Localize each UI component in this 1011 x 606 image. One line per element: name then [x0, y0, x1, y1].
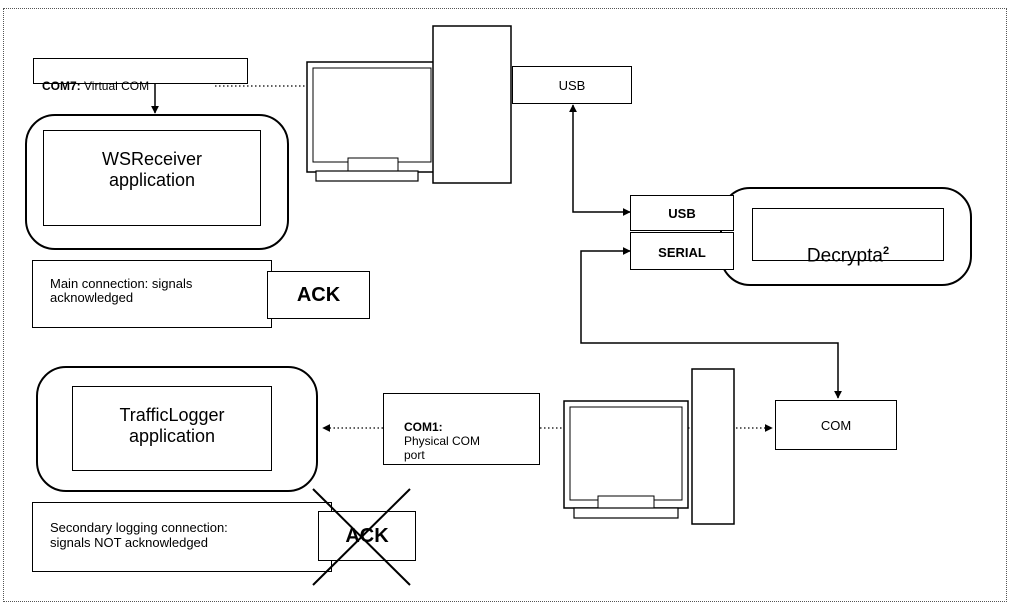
wsreceiver-application-label: WSReceiver application: [101, 149, 203, 190]
trafficlogger-container: TrafficLogger application: [36, 366, 318, 492]
usb-to-decrypta-line: [569, 104, 631, 216]
secondary-connection-box: Secondary logging connection: signals NO…: [32, 502, 332, 572]
com1-bold-label: COM1:: [404, 420, 443, 434]
decrypta-label: Decrypta2: [753, 223, 943, 267]
ack-main-box: ACK: [267, 271, 370, 319]
secondary-connection-label: Secondary logging connection: signals NO…: [50, 520, 228, 550]
usb-port-top: USB: [512, 66, 632, 104]
usb-port-decrypta: USB: [630, 195, 734, 231]
wsreceiver-container: WSReceiver application: [25, 114, 289, 250]
usb-port-decrypta-label: USB: [668, 206, 696, 221]
trafficlogger-application-box: TrafficLogger application: [72, 386, 272, 471]
com7-label-box: COM7: Virtual COM: [33, 58, 248, 93]
serial-port-decrypta: SERIAL: [630, 232, 734, 270]
decrypta-device-box: Decrypta2: [752, 208, 944, 266]
computer-top-icon: [306, 25, 512, 184]
serial-port-decrypta-label: SERIAL: [658, 245, 706, 260]
cross-out-icon: [312, 488, 411, 586]
computer-bottom-icon: [563, 368, 735, 525]
com7-bold-label: COM7:: [42, 79, 81, 93]
com1-label-box: COM1:Physical COM port: [383, 393, 540, 465]
com-port-right-label: COM: [820, 418, 852, 433]
usb-port-top-label: USB: [558, 78, 586, 93]
com7-label-text: Virtual COM: [80, 79, 150, 93]
com-port-right: COM: [775, 400, 897, 450]
main-connection-box: Main connection: signals acknowledged: [32, 260, 272, 328]
trafficlogger-application-label: TrafficLogger application: [119, 405, 225, 446]
decrypta-label-superscript: 2: [882, 245, 890, 257]
decrypta-label-base: Decrypta: [806, 245, 883, 267]
main-connection-label: Main connection: signals acknowledged: [50, 276, 193, 305]
ack-main-label: ACK: [296, 284, 341, 306]
diagram-frame: [3, 8, 1007, 602]
serial-to-com-line: [580, 247, 842, 399]
com1-label-text: Physical COM port: [404, 434, 481, 462]
wsreceiver-application-box: WSReceiver application: [43, 130, 261, 226]
